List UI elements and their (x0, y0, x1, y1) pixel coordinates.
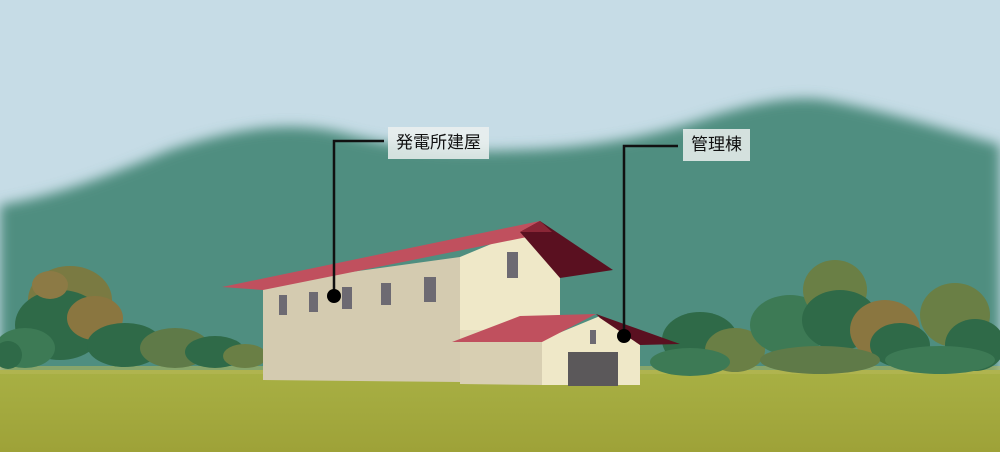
power-plant-building-label: 発電所建屋 (388, 127, 489, 159)
callout-admin (617, 144, 678, 343)
trees-right (650, 260, 1000, 376)
administration-building-label: 管理棟 (683, 129, 750, 161)
administration-building (452, 314, 680, 386)
callout-power-plant (327, 139, 384, 303)
garage-door (568, 352, 618, 386)
trees-left (0, 266, 267, 369)
